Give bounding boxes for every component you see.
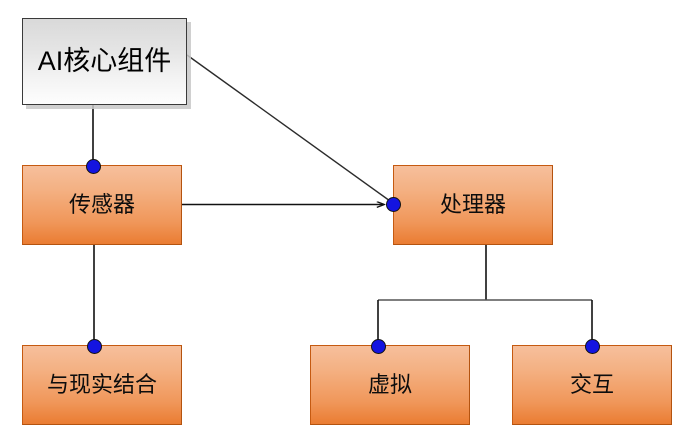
- connection-port-reality-top[interactable]: [86, 338, 102, 354]
- edge-root-processor: [186, 54, 391, 202]
- connection-port-processor-left[interactable]: [385, 196, 401, 212]
- node-virtual[interactable]: 虚拟: [310, 345, 470, 425]
- node-virtual-label: 虚拟: [367, 371, 412, 397]
- node-sensor-label: 传感器: [68, 191, 135, 217]
- node-ai-core-label: AI核心组件: [37, 45, 172, 76]
- connection-port-sensor-top[interactable]: [85, 158, 101, 174]
- node-interaction[interactable]: 交互: [512, 345, 672, 425]
- node-interaction-label: 交互: [569, 371, 614, 397]
- node-sensor[interactable]: 传感器: [22, 165, 182, 245]
- node-ai-core[interactable]: AI核心组件: [22, 18, 187, 105]
- node-processor[interactable]: 处理器: [393, 165, 553, 245]
- connection-port-interaction-top[interactable]: [584, 338, 600, 354]
- node-reality-integration-label: 与现实结合: [46, 371, 157, 397]
- node-reality-integration[interactable]: 与现实结合: [22, 345, 182, 425]
- node-processor-label: 处理器: [439, 191, 506, 217]
- connection-port-virtual-top[interactable]: [370, 338, 386, 354]
